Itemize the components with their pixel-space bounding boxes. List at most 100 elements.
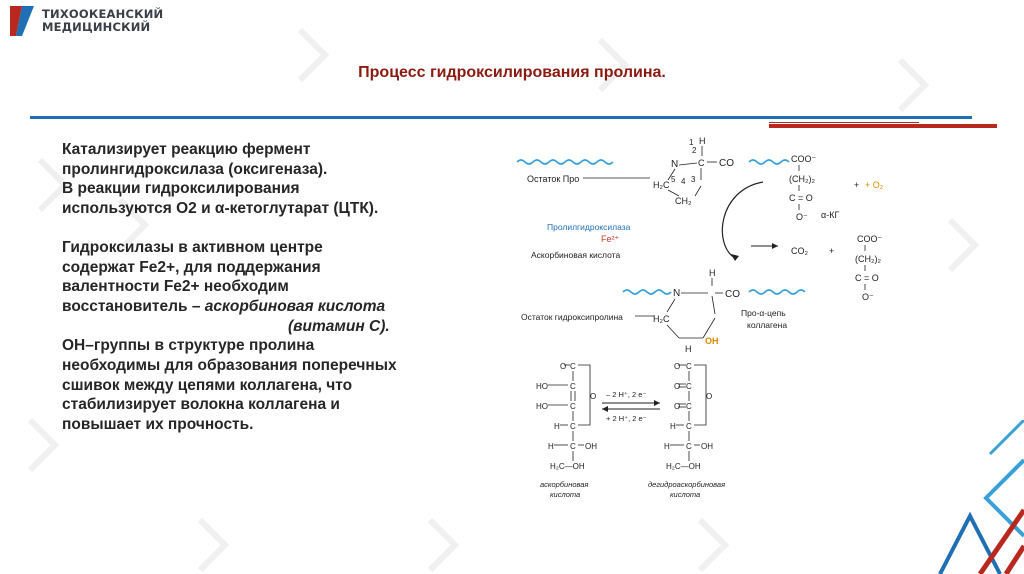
svg-text:C = O: C = O bbox=[789, 193, 813, 203]
svg-text:C = O: C = O bbox=[855, 273, 879, 283]
p2-line4: восстановитель – аскорбиновая кислота bbox=[62, 297, 502, 317]
akg-label: α-КГ bbox=[821, 210, 839, 220]
ascorbic-acid-label: Аскорбиновая кислота bbox=[531, 250, 620, 260]
svg-text:H: H bbox=[699, 136, 706, 146]
svg-text:CO: CO bbox=[725, 289, 740, 300]
svg-text:1: 1 bbox=[689, 138, 694, 147]
page-title: Процесс гидроксилирования пролина. bbox=[358, 64, 666, 81]
svg-text:COO⁻: COO⁻ bbox=[791, 154, 817, 164]
svg-text:O: O bbox=[674, 382, 680, 391]
svg-text:+: + bbox=[829, 246, 834, 256]
dehydroascorbic-label-1: дегидроаскорбиновая bbox=[648, 480, 725, 489]
red-divider bbox=[769, 124, 997, 128]
svg-text:C: C bbox=[686, 442, 692, 451]
svg-text:H: H bbox=[664, 442, 670, 451]
chain-wave-bottom-right bbox=[748, 289, 806, 295]
svg-text:2: 2 bbox=[692, 146, 697, 155]
svg-text:O: O bbox=[560, 362, 566, 371]
p2-line1: Гидроксилазы в активном центре bbox=[62, 238, 323, 256]
svg-text:OH: OH bbox=[701, 442, 713, 451]
hydroxyl-group-label: OH bbox=[705, 336, 719, 346]
p2-line4-italic: аскорбиновая кислота bbox=[204, 297, 386, 315]
p1-line1: Катализирует реакцию фермент bbox=[62, 141, 311, 158]
svg-text:H₂C: H₂C bbox=[653, 180, 670, 190]
enzyme-label: Пролилгидроксилаза bbox=[547, 222, 631, 232]
chain-wave-top-right bbox=[748, 159, 790, 165]
svg-text:C: C bbox=[686, 382, 692, 391]
reaction-curved-arrow bbox=[721, 181, 764, 259]
fe-cofactor-label: Fe²⁺ bbox=[601, 234, 620, 244]
corner-decoration bbox=[938, 420, 1024, 574]
p3-line4: стабилизирует волокна коллагена и bbox=[62, 396, 340, 414]
co2-label: CO₂ bbox=[791, 246, 809, 256]
svg-text:C: C bbox=[570, 382, 576, 391]
p2-line3: валентности Fe2+ необходим bbox=[62, 278, 289, 296]
svg-text:HO: HO bbox=[536, 382, 548, 391]
red-divider-thin bbox=[769, 122, 919, 123]
svg-text:H: H bbox=[548, 442, 554, 451]
co-group-top: CO bbox=[719, 158, 734, 169]
logo-line-2: МЕДИЦИНСКИЙ bbox=[42, 20, 151, 34]
svg-text:O: O bbox=[674, 362, 680, 371]
p1-line3: В реакции гидроксилирования bbox=[62, 180, 300, 198]
proline-hydroxylation-scheme: Остаток Про N 2 H 1 C CO H₂C 5 4 3 CH₂ C… bbox=[503, 130, 902, 354]
svg-text:H: H bbox=[709, 268, 716, 278]
svg-text:OH: OH bbox=[585, 442, 597, 451]
svg-text:O⁻: O⁻ bbox=[796, 212, 808, 222]
svg-text:C: C bbox=[570, 402, 576, 411]
svg-text:CH₂: CH₂ bbox=[675, 196, 692, 206]
dehydroascorbic-label-2: кислота bbox=[670, 490, 700, 499]
p1-line2: пролингидроксилаза (оксигеназа). bbox=[62, 160, 328, 178]
ascorbic-dehydroascorbic-scheme: O C HO C HO C H C H C OH H₂C—OH O аскорб… bbox=[510, 355, 760, 505]
collagen-chain-label-1: Про-α-цепь bbox=[741, 308, 786, 318]
svg-text:H₂C—OH: H₂C—OH bbox=[666, 462, 701, 471]
svg-text:C: C bbox=[686, 402, 692, 411]
p2-line2: содержат Fe2+, для поддержания bbox=[62, 258, 321, 276]
svg-text:5: 5 bbox=[671, 175, 676, 184]
logo-text: ТИХООКЕАНСКИЙ МЕДИЦИНСКИЙ bbox=[42, 8, 163, 34]
svg-text:HO: HO bbox=[536, 402, 548, 411]
svg-text:O: O bbox=[674, 402, 680, 411]
chain-wave-bottom-left bbox=[622, 289, 672, 295]
backward-reaction-label: + 2 H⁺, 2 e⁻ bbox=[606, 414, 647, 423]
p2-line4-plain: восстановитель – bbox=[62, 297, 205, 315]
p3-line5: повышает их прочность. bbox=[62, 416, 254, 434]
svg-text:O: O bbox=[706, 392, 712, 401]
scheme2-svg: O C HO C HO C H C H C OH H₂C—OH O аскорб… bbox=[536, 362, 725, 499]
svg-text:N: N bbox=[673, 288, 680, 299]
hydroxyproline-residue-label: Остаток гидроксипролина bbox=[521, 312, 623, 322]
svg-text:(CH₂)₂: (CH₂)₂ bbox=[855, 254, 881, 264]
ascorbic-label-1: аскорбиновая bbox=[540, 480, 588, 489]
svg-text:3: 3 bbox=[691, 175, 696, 184]
p2-line5-italic: (витамин С). bbox=[288, 317, 390, 335]
svg-text:C: C bbox=[686, 422, 692, 431]
n-atom-top: N bbox=[671, 159, 678, 170]
svg-text:C: C bbox=[686, 362, 692, 371]
svg-text:C: C bbox=[570, 422, 576, 431]
collagen-chain-label-2: коллагена bbox=[747, 320, 787, 330]
body-text: Катализирует реакцию фермент пролингидро… bbox=[62, 140, 502, 435]
p2-line5: (витамин С). bbox=[62, 317, 502, 337]
svg-text:O⁻: O⁻ bbox=[862, 292, 874, 302]
svg-text:C: C bbox=[698, 158, 705, 168]
scheme1-svg: Остаток Про N 2 H 1 C CO H₂C 5 4 3 CH₂ C… bbox=[516, 136, 884, 354]
svg-text:(CH₂)₂: (CH₂)₂ bbox=[789, 174, 815, 184]
svg-text:4: 4 bbox=[681, 177, 686, 186]
p3-line2: необходимы для образования поперечных bbox=[62, 357, 397, 375]
logo-line-1: ТИХООКЕАНСКИЙ bbox=[42, 7, 164, 21]
svg-text:+: + bbox=[854, 180, 859, 190]
svg-text:H: H bbox=[685, 344, 692, 354]
p1-line4: используются О2 и α-кетоглутарат (ЦТК). bbox=[62, 200, 379, 218]
oxygen-label: + O₂ bbox=[865, 180, 884, 190]
ascorbic-label-2: кислота bbox=[550, 490, 580, 499]
svg-text:COO⁻: COO⁻ bbox=[857, 234, 883, 244]
svg-text:H₂C: H₂C bbox=[653, 314, 670, 324]
svg-text:C: C bbox=[570, 442, 576, 451]
proline-residue-label: Остаток Про bbox=[527, 174, 579, 184]
chain-wave-top-left bbox=[516, 159, 614, 165]
blue-divider bbox=[30, 116, 972, 119]
svg-text:C: C bbox=[570, 362, 576, 371]
university-logo: ТИХООКЕАНСКИЙ МЕДИЦИНСКИЙ bbox=[8, 4, 178, 40]
university-logo-icon bbox=[10, 6, 34, 36]
p3-line1: ОН–группы в структуре пролина bbox=[62, 337, 315, 355]
